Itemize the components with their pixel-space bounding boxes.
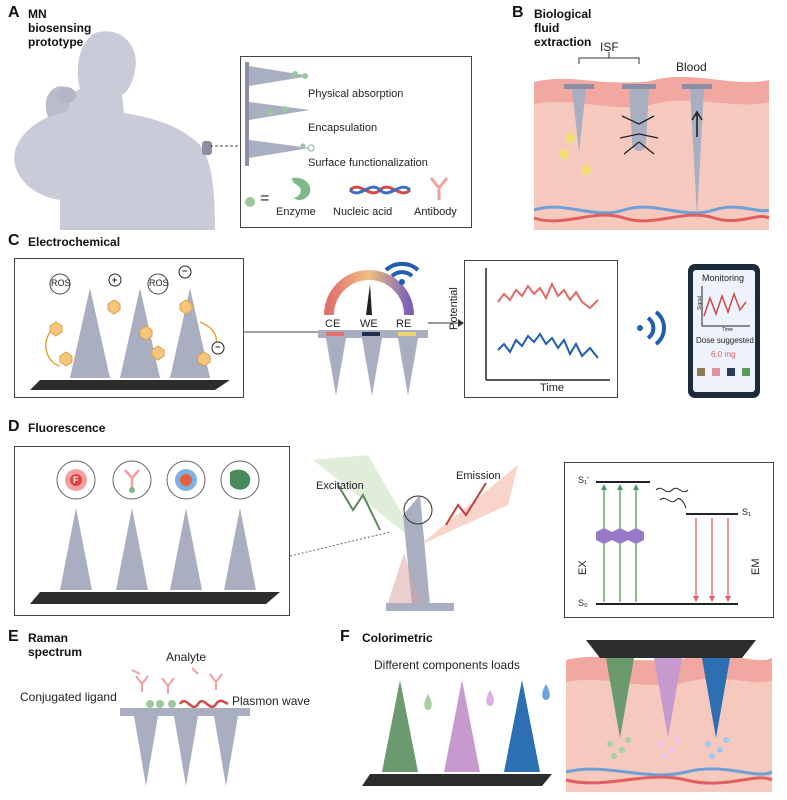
electrochem-needles: [30, 265, 230, 390]
panel-d-title: Fluorescence: [28, 421, 106, 435]
loading-methods-box: [240, 56, 472, 228]
phone-title: Monitoring: [702, 273, 745, 283]
s0-label: S₀: [578, 598, 588, 608]
phone-dose-value: 6.0 mg: [711, 350, 736, 359]
nucleic-acid-icon: [348, 185, 412, 195]
excitation-label: Excitation: [316, 480, 364, 492]
legend-equals: =: [260, 190, 270, 207]
plasmon-wave-label: Plasmon wave: [232, 694, 311, 708]
legend-antibody: Antibody: [414, 206, 457, 218]
minus-symbol-2: −: [215, 342, 221, 352]
connector-line: [244, 331, 324, 333]
electrode-needles: [318, 330, 428, 396]
loading-physical-absorption: Physical absorption: [308, 88, 404, 100]
panel-c-letter: C: [8, 232, 20, 249]
bead-icon: [245, 197, 255, 207]
phone-y-label: Signal: [697, 296, 703, 310]
em-label: EM: [750, 558, 762, 576]
phone-color-swatches: [697, 368, 750, 376]
antibody-icon: [429, 177, 449, 200]
legend-enzyme: Enzyme: [276, 206, 316, 218]
arrow-to-plot: [428, 319, 464, 327]
panel-b-letter: B: [512, 4, 524, 21]
potential-plot-box: [464, 260, 618, 398]
panel-f-letter: F: [340, 628, 350, 645]
panel-f-title: Colorimetric: [362, 631, 433, 645]
panel-d-letter: D: [8, 418, 20, 435]
enzyme-icon: [292, 177, 311, 200]
loading-encapsulation: Encapsulation: [308, 122, 378, 134]
dotted-leader: [289, 531, 391, 557]
legend-nucleic-acid: Nucleic acid: [333, 206, 393, 218]
raman-needles: [120, 667, 250, 786]
s1-label: S₁: [742, 507, 752, 517]
single-needle-excitation: [313, 455, 518, 611]
emission-label: Emission: [456, 470, 501, 482]
jablonski-diagram: [596, 481, 738, 605]
person-illustration: [14, 31, 216, 231]
panel-a-letter: A: [8, 4, 20, 21]
panel-e-letter: E: [8, 628, 19, 645]
probe-f-label: F: [73, 475, 79, 485]
components-label: Different components loads: [374, 658, 520, 672]
electrode-ce: CE: [325, 318, 341, 330]
wifi-icon: [384, 261, 420, 285]
fluorescence-probes: [56, 460, 260, 500]
panel-e-title: Raman spectrum: [28, 631, 83, 659]
s1prime-label: S₁': [578, 475, 589, 485]
panel-b-title: Biological fluid extraction: [534, 7, 592, 49]
analyte-label: Analyte: [166, 650, 207, 664]
leader-line: [210, 145, 245, 147]
skin-cross-section: [533, 52, 770, 230]
fluorescence-needles: [30, 508, 280, 604]
ex-label: EX: [577, 560, 589, 575]
colorimetric-needles: [362, 680, 552, 786]
ros-label-1: ROS: [51, 278, 71, 288]
phone-x-label: Time: [722, 327, 733, 333]
electrode-re: RE: [396, 318, 412, 330]
loading-needles: [245, 62, 315, 166]
gauge-icon: [324, 270, 414, 316]
plot-ylabel: Potential: [448, 287, 460, 330]
isf-label: ISF: [600, 40, 619, 54]
ros-label-2: ROS: [149, 278, 169, 288]
electrode-we: WE: [360, 318, 378, 330]
panel-a-title: MN biosensing prototype: [28, 7, 92, 49]
plus-symbol: +: [112, 275, 118, 285]
wireless-signal-icon: [637, 310, 666, 346]
phone-dose-label: Dose suggested: [696, 336, 754, 345]
loading-surface-functionalization: Surface functionalization: [308, 157, 428, 169]
conjugated-ligand-label: Conjugated ligand: [20, 690, 117, 704]
phone-signal-plot: [701, 286, 750, 327]
plot-xlabel: Time: [540, 382, 565, 394]
potential-plot: [485, 268, 610, 381]
blood-label: Blood: [676, 60, 707, 74]
colorimetric-skin: [565, 640, 773, 792]
panel-c-title: Electrochemical: [28, 235, 121, 249]
minus-symbol-1: −: [182, 266, 188, 276]
